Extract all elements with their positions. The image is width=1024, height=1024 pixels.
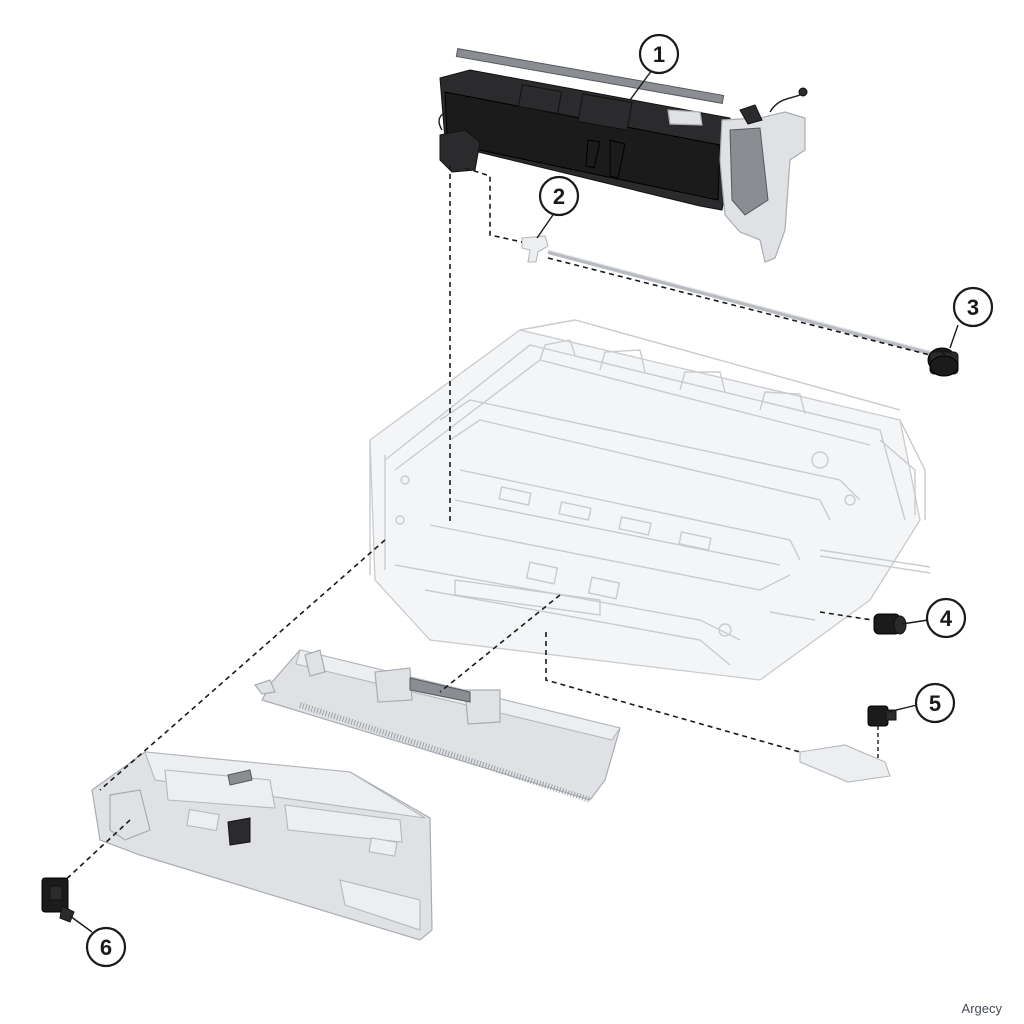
part-2-actuator xyxy=(521,235,549,263)
callout-label: 5 xyxy=(929,691,941,716)
part-1-exit-assembly xyxy=(438,48,808,263)
exit-shaft xyxy=(547,249,946,359)
callout-label: 2 xyxy=(553,184,565,209)
callout-label: 4 xyxy=(940,606,953,631)
watermark: Argecy xyxy=(961,1001,1002,1016)
callout-label: 1 xyxy=(653,42,665,67)
part-3-bushing xyxy=(927,347,959,377)
discharge-brush-plate xyxy=(254,649,621,803)
part-6-sensor xyxy=(41,877,75,923)
part-5-sensor xyxy=(867,705,897,760)
callout-leaders xyxy=(69,69,959,933)
sensor-bracket xyxy=(799,744,891,783)
lower-cover-tray xyxy=(91,751,433,941)
callout-label: 3 xyxy=(967,295,979,320)
printer-frame-ghost xyxy=(369,319,931,681)
callout-1: 1 xyxy=(638,33,680,75)
part-4-bushing xyxy=(873,613,907,635)
callout-5: 5 xyxy=(914,682,956,724)
callout-4: 4 xyxy=(925,597,967,639)
leader-lines xyxy=(59,165,946,886)
callout-3: 3 xyxy=(952,286,994,328)
callout-2: 2 xyxy=(538,175,580,217)
callout-label: 6 xyxy=(100,935,112,960)
callout-6: 6 xyxy=(85,926,127,968)
